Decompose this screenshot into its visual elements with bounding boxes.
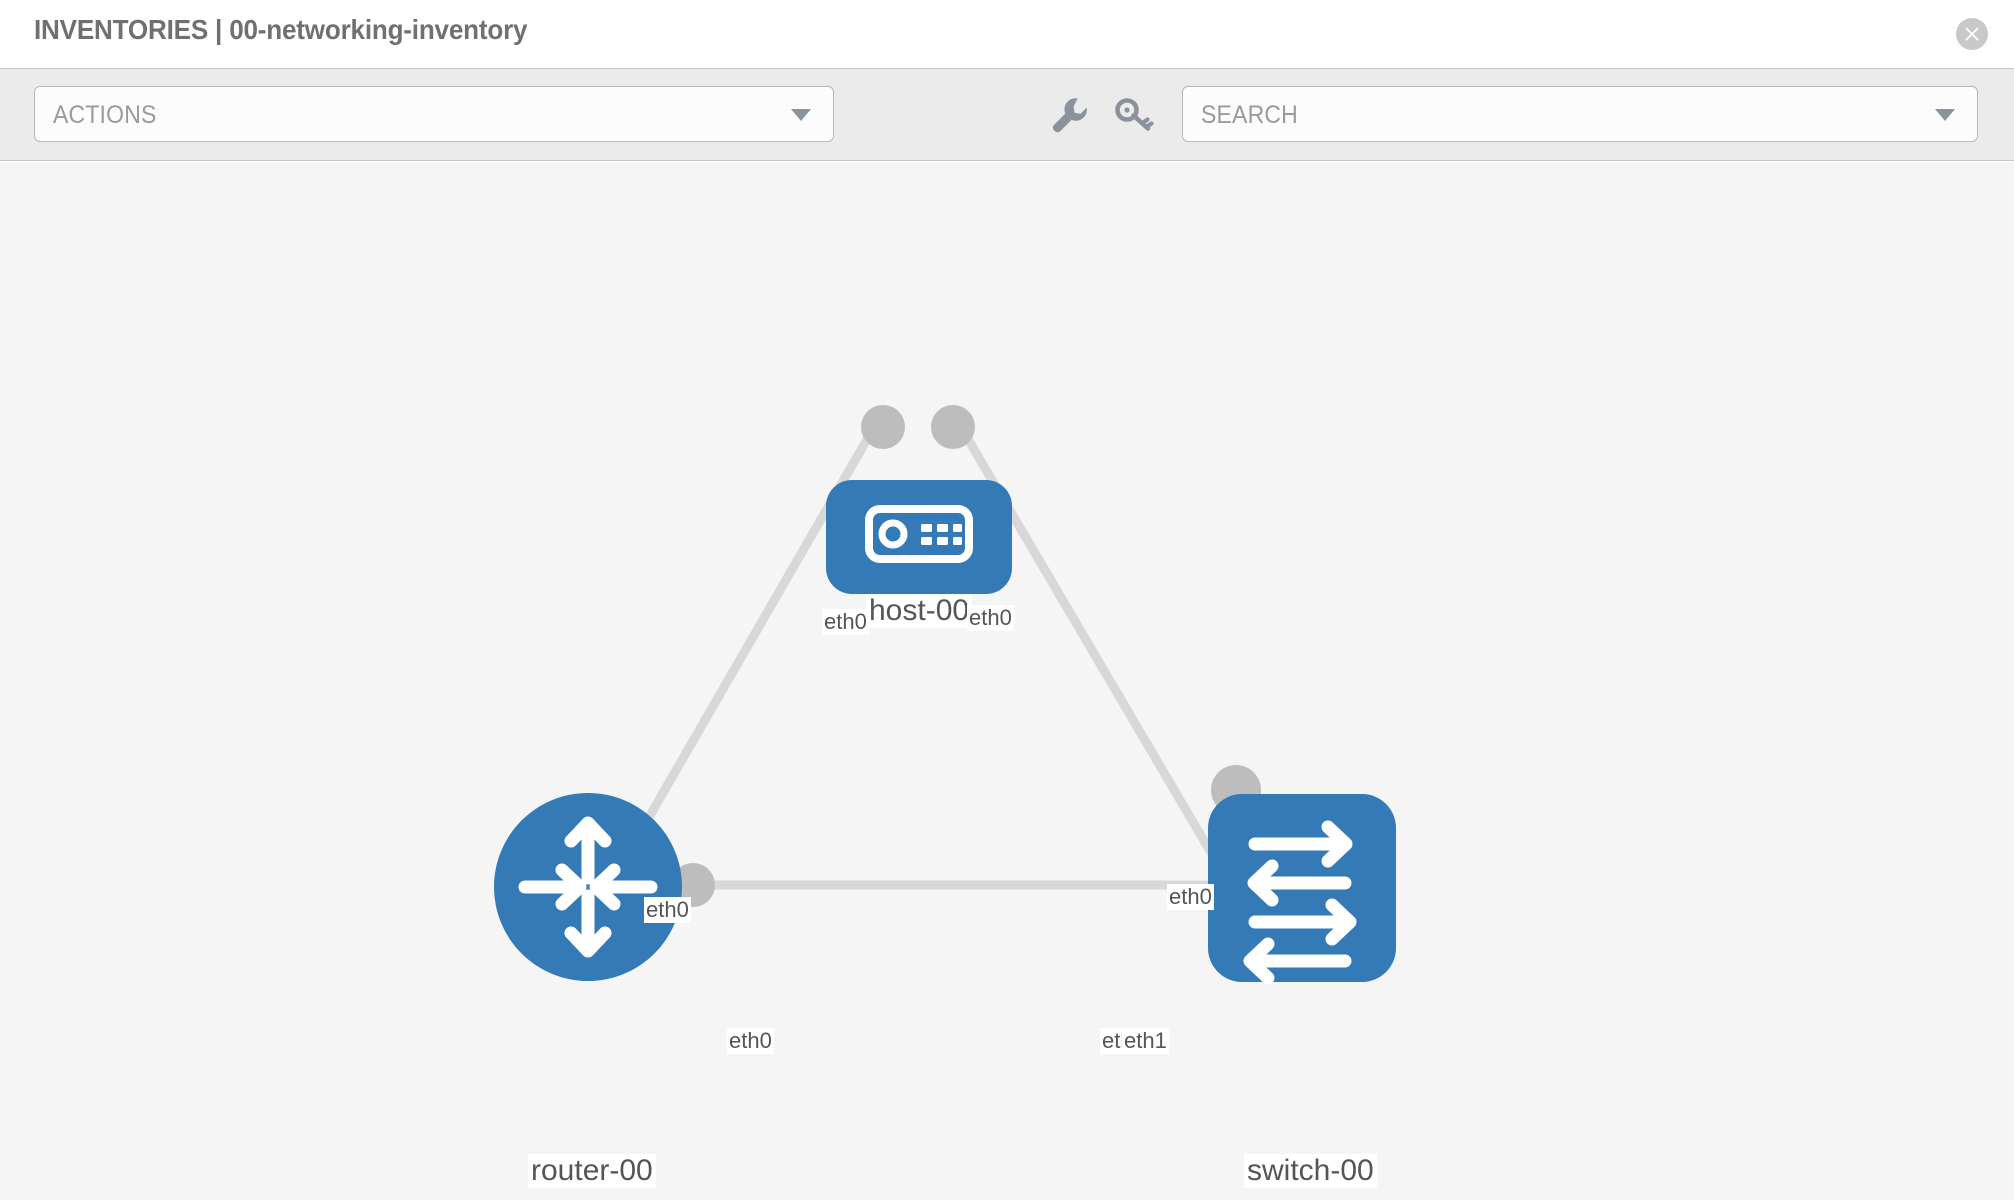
router-arrows-icon: [518, 816, 658, 958]
search-placeholder: SEARCH: [1201, 101, 1298, 129]
toolbar: ACTIONS SEARCH: [0, 68, 2014, 161]
iface-label-router-right: eth0: [727, 1028, 774, 1054]
connector-host-right: [931, 405, 975, 449]
iface-label-host-left: eth0: [822, 609, 869, 635]
chevron-down-icon[interactable]: [1935, 109, 1955, 121]
topology-graph: [494, 405, 1396, 985]
node-label-switch-00: switch-00: [1244, 1154, 1377, 1188]
node-host-00-shape[interactable]: [826, 480, 1012, 594]
key-icon[interactable]: [1112, 91, 1158, 137]
iface-label-router-up: eth0: [644, 897, 691, 923]
actions-dropdown[interactable]: ACTIONS: [34, 86, 834, 142]
iface-label-switch-left: eth1: [1122, 1028, 1169, 1054]
node-label-router-00: router-00: [528, 1154, 656, 1188]
connector-router-right: [671, 863, 715, 907]
actions-dropdown-label: ACTIONS: [53, 101, 157, 129]
search-input[interactable]: SEARCH: [1182, 86, 1978, 142]
node-router-00[interactable]: [494, 793, 682, 981]
connector-host-left: [861, 405, 905, 449]
iface-label-host-right: eth0: [967, 605, 1014, 631]
node-switch-00[interactable]: [1208, 794, 1396, 985]
wrench-icon[interactable]: [1044, 91, 1090, 137]
switch-arrows-icon: [1243, 820, 1357, 985]
topology-canvas[interactable]: host-00 router-00 switch-00 eth0 eth0 et…: [0, 162, 2014, 1200]
page-header: INVENTORIES | 00-networking-inventory: [0, 0, 2014, 68]
chevron-down-icon: [791, 109, 811, 121]
close-icon[interactable]: [1956, 18, 1988, 50]
node-host-00[interactable]: [826, 480, 1012, 594]
node-router-00-shape[interactable]: [494, 793, 682, 981]
iface-label-switch-up: eth0: [1167, 884, 1214, 910]
node-label-host-00: host-00: [866, 594, 973, 628]
server-icon: [865, 505, 973, 563]
page-title: INVENTORIES | 00-networking-inventory: [34, 14, 528, 45]
